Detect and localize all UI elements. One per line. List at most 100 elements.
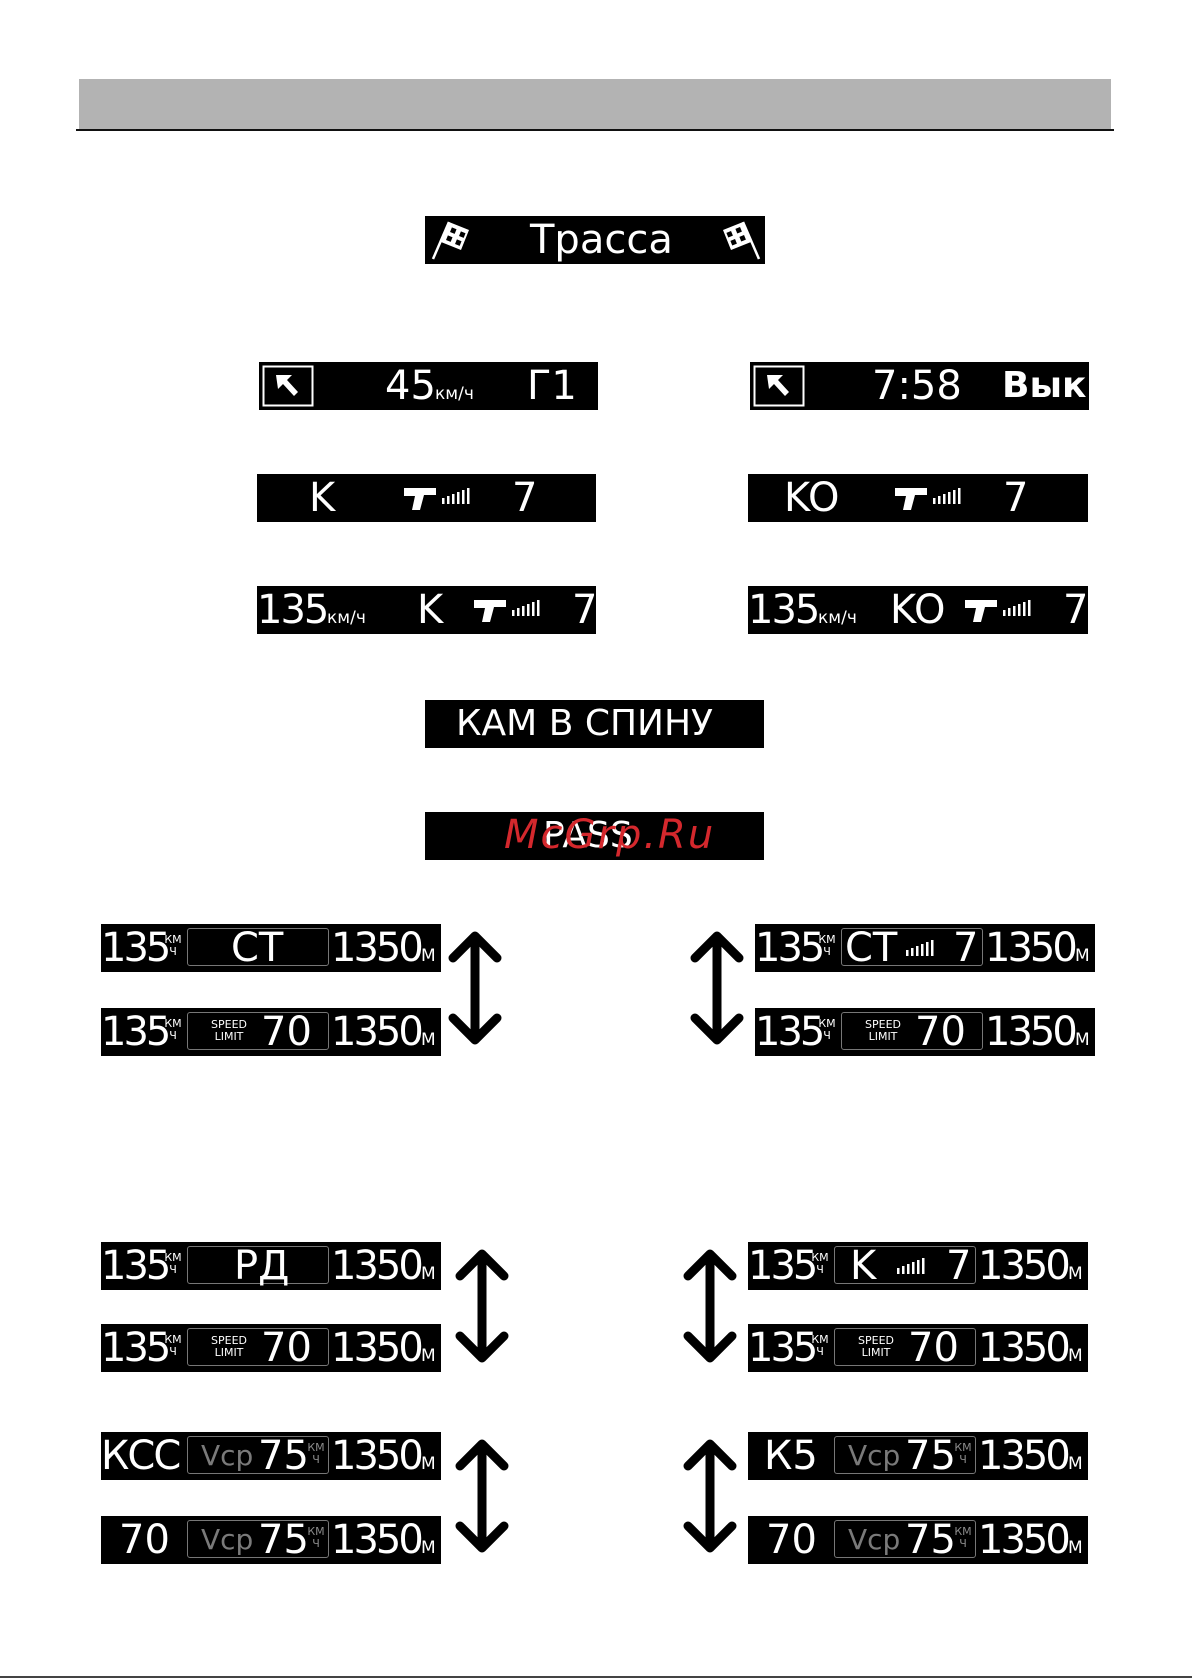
- gps-mode: Г1: [527, 363, 577, 409]
- arrow-up-left-icon: [262, 365, 314, 407]
- signal-bars-icon: [906, 940, 934, 956]
- meters-unit: М: [421, 1264, 436, 1284]
- center-frame: [187, 1246, 329, 1284]
- footer-rule: [0, 1676, 1192, 1678]
- speed-limit-value: 70: [908, 1325, 959, 1371]
- center-frame: [187, 1436, 329, 1474]
- distance-value: 1350: [331, 1243, 424, 1289]
- meters-unit: М: [1068, 1454, 1083, 1474]
- current-speed: 135: [748, 1243, 818, 1289]
- center-frame: [841, 1012, 983, 1050]
- gps-speed-unit: км/ч: [435, 384, 474, 404]
- speed-unit: км/ч: [818, 608, 857, 628]
- distance-value: 1350: [331, 1517, 424, 1563]
- current-speed: 135: [101, 1243, 171, 1289]
- lcd-gps-speed: 45 км/ч Г1: [259, 362, 598, 410]
- distance-value: 1350: [985, 1009, 1078, 1055]
- lcd-radar-ko: KO 7: [748, 474, 1088, 522]
- clock-time: 7:58: [872, 363, 962, 409]
- center-frame: [834, 1246, 976, 1284]
- meters-unit: М: [1075, 946, 1090, 966]
- lcd-radar-k: K 7: [257, 474, 596, 522]
- double-arrow-icon: [690, 931, 744, 1045]
- checkered-flag-icon: [431, 221, 469, 260]
- arrow-up-left-icon: [753, 365, 805, 407]
- distance-value: 1350: [985, 925, 1078, 971]
- signal-level: 7: [1003, 475, 1029, 521]
- watermark: McGrp.Ru: [504, 812, 716, 858]
- lcd-radar-k-speed: 135 км/ч K 7: [257, 586, 596, 634]
- camera-type: CT: [231, 925, 284, 971]
- meters-unit: М: [1068, 1264, 1083, 1284]
- current-speed: 135: [748, 587, 820, 633]
- radar-band: K: [309, 475, 336, 521]
- avg-speed-label: Vcp: [848, 1439, 901, 1472]
- center-frame: [187, 1520, 329, 1558]
- header-rule: [76, 129, 1114, 131]
- distance-value: 1350: [978, 1517, 1071, 1563]
- camera-type: КСС: [101, 1433, 181, 1479]
- signal-level: 7: [946, 1243, 972, 1289]
- lcd-radar-ko-speed: 135 км/ч KO 7: [748, 586, 1088, 634]
- current-speed: 135: [257, 587, 329, 633]
- signal-level: 7: [512, 475, 538, 521]
- speed-limit-value: 70: [915, 1009, 966, 1055]
- speed-limit-value: 70: [766, 1517, 817, 1563]
- distance-value: 1350: [978, 1325, 1071, 1371]
- radar-band: KO: [784, 475, 840, 521]
- current-speed: 135: [101, 1009, 171, 1055]
- avg-speed-label: Vcp: [848, 1523, 901, 1556]
- avg-speed-label: Vcp: [201, 1439, 254, 1472]
- camera-type: РД: [234, 1243, 290, 1289]
- radar-band: K: [850, 1243, 877, 1289]
- pass-warning: PASS: [543, 815, 633, 856]
- meters-unit: М: [1075, 1030, 1090, 1050]
- mode-title: Трасса: [530, 217, 673, 263]
- double-arrow-icon: [455, 1249, 509, 1363]
- radar-gun-icon: [965, 600, 1031, 622]
- meters-unit: М: [421, 1030, 436, 1050]
- lcd-pass: PASS: [425, 812, 764, 860]
- signal-bars-icon: [897, 1258, 925, 1274]
- signal-level: 7: [572, 587, 596, 633]
- double-arrow-icon: [683, 1439, 737, 1553]
- double-arrow-icon: [448, 931, 502, 1045]
- center-frame: [834, 1436, 976, 1474]
- center-frame: [841, 928, 983, 966]
- meters-unit: М: [421, 1346, 436, 1366]
- double-arrow-icon: [683, 1249, 737, 1363]
- radar-gun-icon: [895, 488, 961, 510]
- distance-value: 1350: [331, 925, 424, 971]
- gps-speed-value: 45: [385, 363, 436, 409]
- speed-limit-value: 70: [119, 1517, 170, 1563]
- current-speed: 135: [748, 1325, 818, 1371]
- rear-camera-warning: КАМ В СПИНУ: [456, 703, 713, 744]
- meters-unit: М: [421, 946, 436, 966]
- center-frame: [834, 1328, 976, 1366]
- speed-unit: км/ч: [327, 608, 366, 628]
- center-frame: [187, 928, 329, 966]
- avg-speed-label: Vcp: [201, 1523, 254, 1556]
